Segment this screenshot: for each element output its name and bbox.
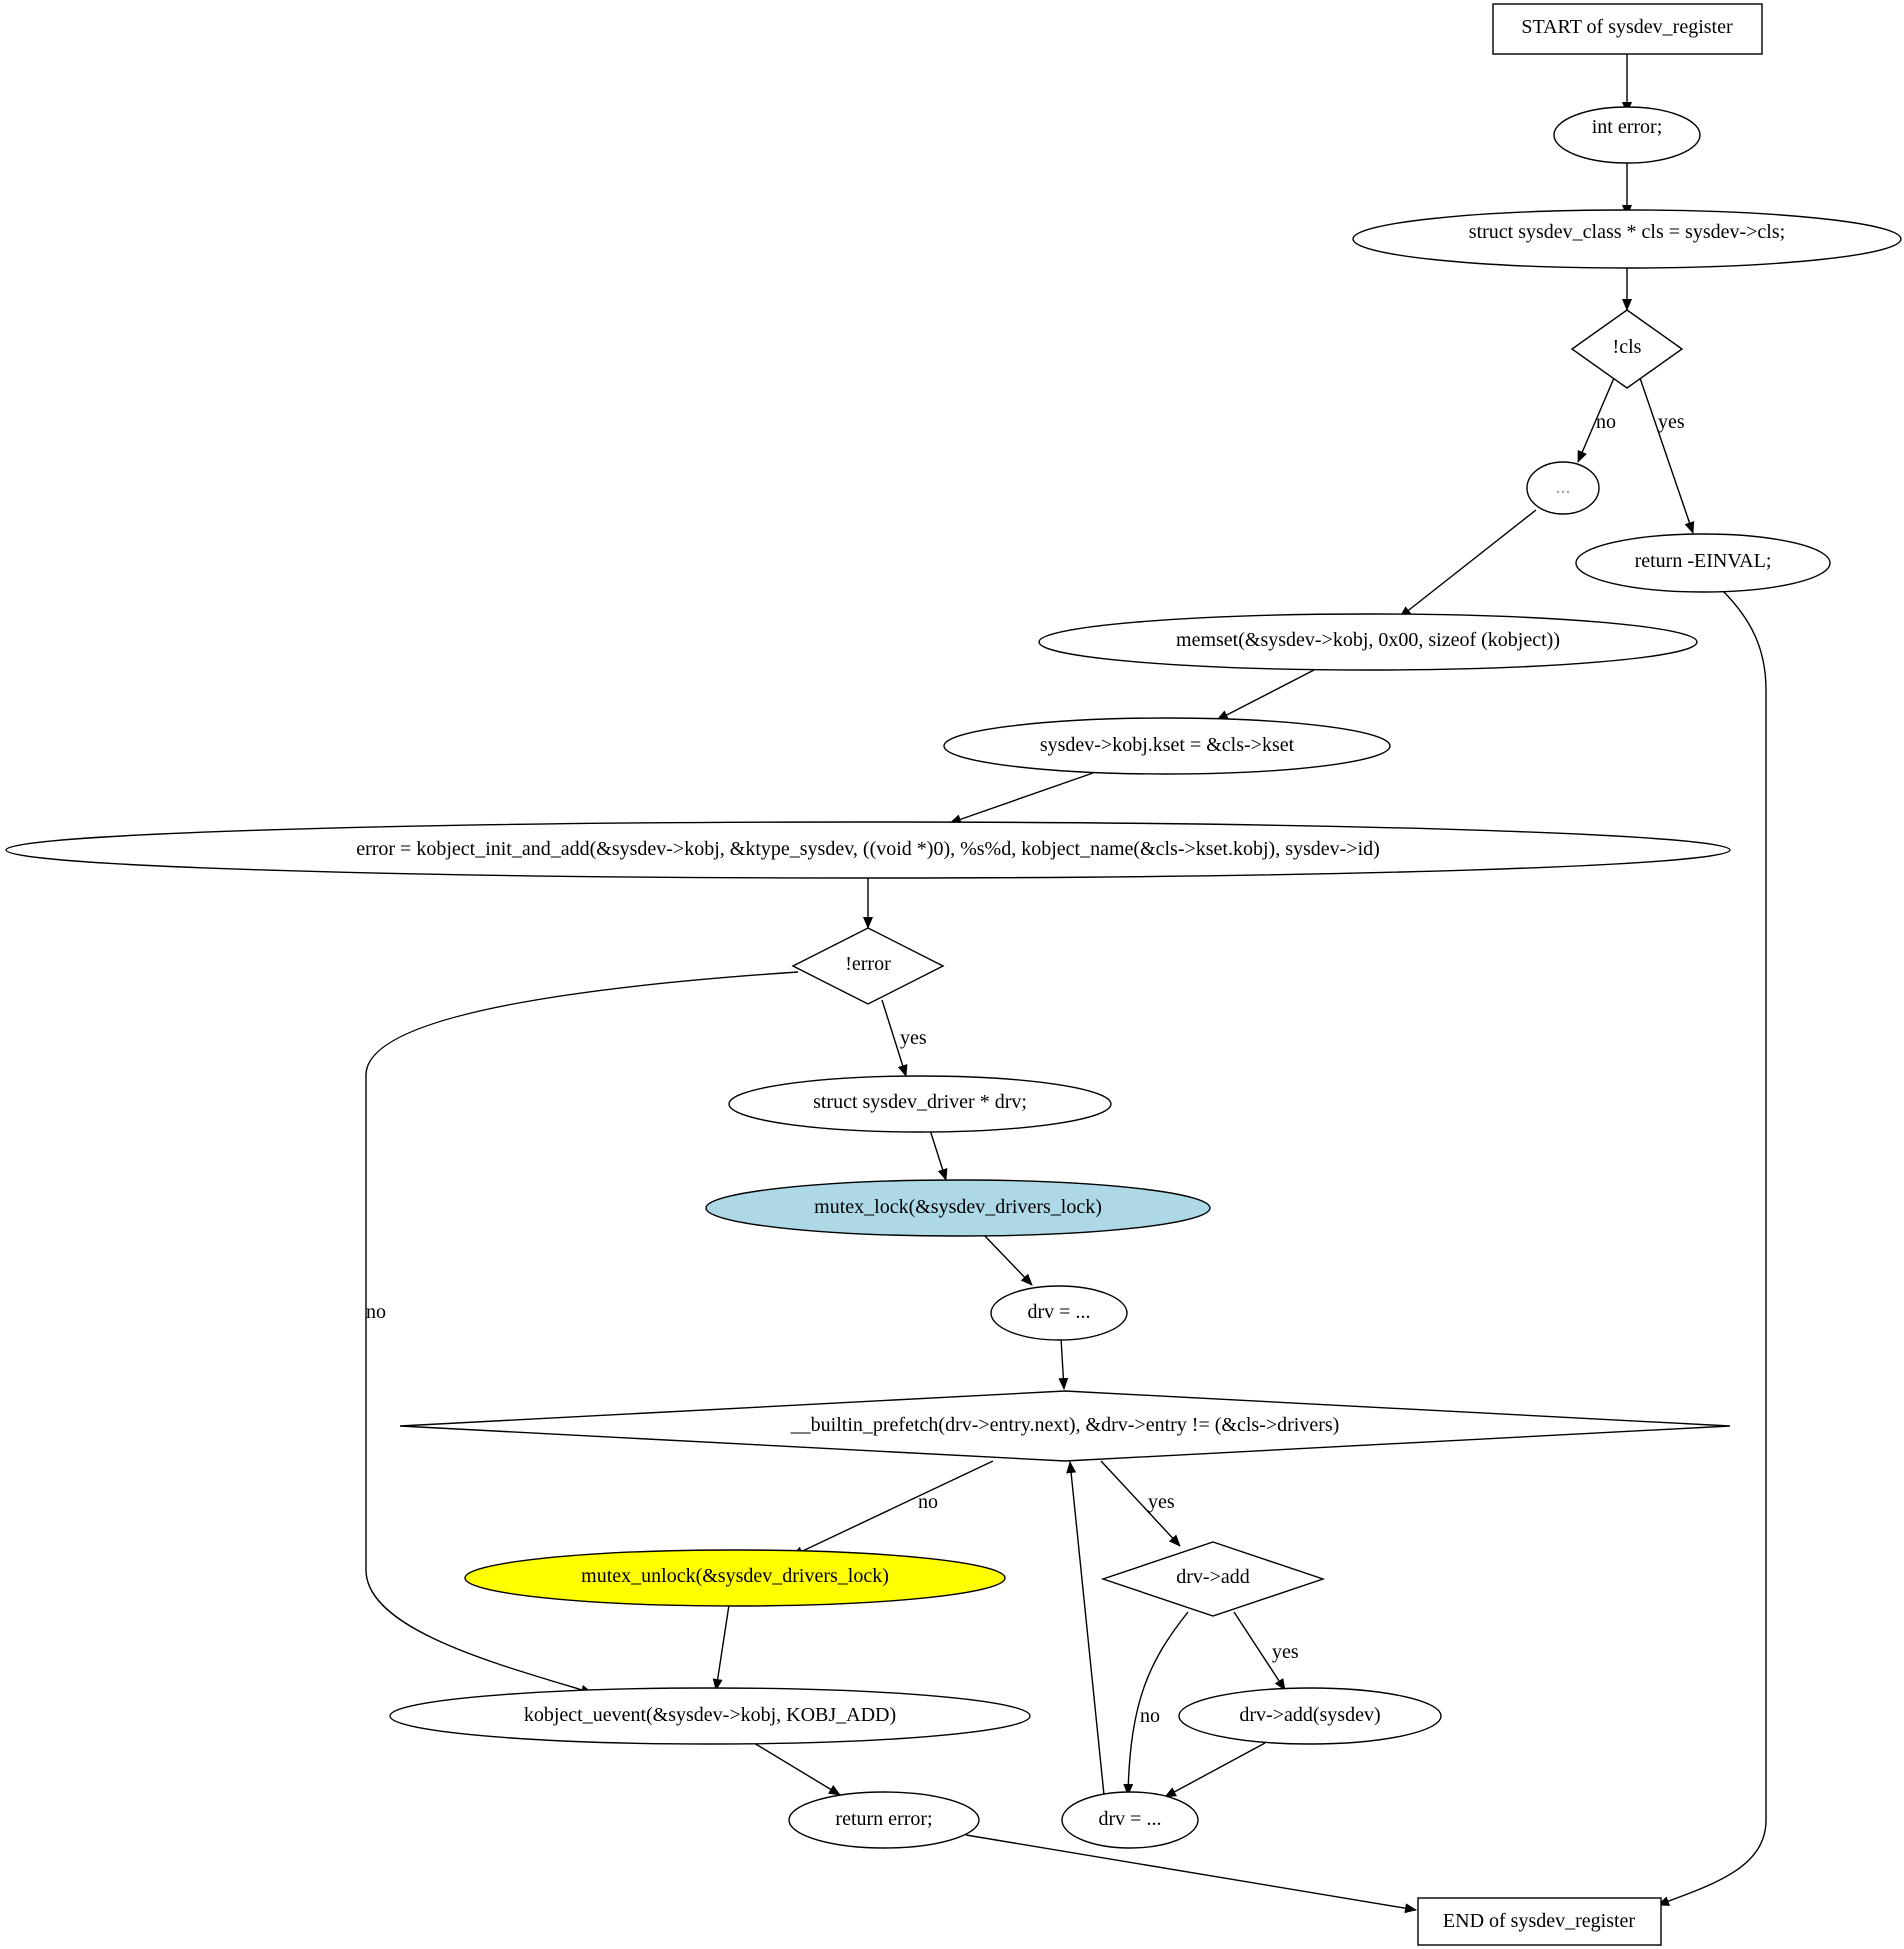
edge-label-cls-yes: yes xyxy=(1658,411,1685,433)
svg-text:START of sysdev_register: START of sysdev_register xyxy=(1521,16,1733,38)
svg-text:!cls: !cls xyxy=(1613,336,1642,358)
edge-condcls-ellipsis xyxy=(1577,377,1615,463)
node-cond-add: drv->add xyxy=(1100,1541,1326,1617)
mutex-lock-shape xyxy=(705,1179,1211,1237)
svg-text:mutex_lock(&sysdev_drivers_loc: mutex_lock(&sysdev_drivers_lock) xyxy=(814,1196,1102,1218)
node-drv-decl: struct sysdev_driver * drv; xyxy=(728,1075,1112,1133)
edge-label-loop-no: no xyxy=(918,1491,938,1513)
node-ellipsis: ... xyxy=(1526,461,1600,515)
svg-text:drv = ...: drv = ... xyxy=(1099,1808,1162,1830)
node-return-error: return error; xyxy=(788,1791,980,1849)
node-cls-decl: struct sysdev_class * cls = sysdev->cls; xyxy=(1352,209,1902,269)
edge-label-add-no: no xyxy=(1140,1705,1160,1727)
svg-text:drv->add: drv->add xyxy=(1176,1566,1249,1588)
node-int-error: int error; xyxy=(1553,106,1701,164)
edge-conderror-drvdecl xyxy=(881,999,908,1077)
edge-condadd-drvaddcall xyxy=(1233,1611,1286,1691)
edge-memset-kset xyxy=(1216,669,1315,721)
edge-ellipsis-memset xyxy=(1399,509,1537,618)
svg-text:int error;: int error; xyxy=(1592,116,1663,138)
svg-text:memset(&sysdev->kobj, 0x00, si: memset(&sysdev->kobj, 0x00, sizeof (kobj… xyxy=(1176,629,1560,651)
svg-text:drv = ...: drv = ... xyxy=(1028,1301,1091,1323)
node-mutex-unlock: mutex_unlock(&sysdev_drivers_lock) xyxy=(464,1549,1006,1607)
svg-text:mutex_unlock(&sysdev_drivers_l: mutex_unlock(&sysdev_drivers_lock) xyxy=(581,1565,889,1587)
node-end: END of sysdev_register xyxy=(1417,1897,1662,1946)
edge-returnerror-end xyxy=(965,1834,1417,1914)
svg-text:drv->add(sysdev): drv->add(sysdev) xyxy=(1239,1704,1380,1726)
edge-mutexlock-drvinit xyxy=(982,1233,1033,1286)
edge-drvaddcall-drvnext xyxy=(1164,1742,1266,1798)
edge-einval-end xyxy=(1657,589,1767,1906)
edge-label-error-yes: yes xyxy=(900,1027,927,1049)
svg-text:kobject_uevent(&sysdev->kobj,: kobject_uevent(&sysdev->kobj, KOBJ_ADD) xyxy=(524,1704,896,1726)
svg-text:END of sysdev_register: END of sysdev_register xyxy=(1443,1910,1636,1932)
node-cond-cls: !cls xyxy=(1570,309,1684,389)
edge-loopcond-condadd xyxy=(1100,1460,1181,1547)
svg-text:error = kobject_init_and_add(&: error = kobject_init_and_add(&sysdev->ko… xyxy=(356,838,1380,860)
node-kobject-init: error = kobject_init_and_add(&sysdev->ko… xyxy=(5,821,1731,879)
edge-label-error-no: no xyxy=(366,1301,386,1323)
edge-label-add-yes: yes xyxy=(1272,1641,1299,1663)
svg-text:struct sysdev_class * cls = sy: struct sysdev_class * cls = sysdev->cls; xyxy=(1469,221,1785,243)
edge-kset-kobjinit xyxy=(949,772,1094,825)
svg-text:__builtin_prefetch(drv->entry.: __builtin_prefetch(drv->entry.next), &dr… xyxy=(790,1414,1340,1436)
edge-drvnext-loopcond xyxy=(1066,1461,1105,1796)
edge-condcls-einval xyxy=(1639,377,1695,534)
svg-text:!error: !error xyxy=(845,953,891,975)
nodes: START of sysdev_register int error; stru… xyxy=(5,3,1902,1946)
svg-text:sysdev->kobj.kset = &cls->kset: sysdev->kobj.kset = &cls->kset xyxy=(1040,734,1295,756)
edge-uevent-returnerror xyxy=(753,1742,841,1796)
node-mutex-lock: mutex_lock(&sysdev_drivers_lock) xyxy=(705,1179,1211,1237)
edge-label-loop-yes: yes xyxy=(1148,1491,1175,1513)
node-drv-add-call: drv->add(sysdev) xyxy=(1178,1687,1442,1745)
node-drv-next: drv = ... xyxy=(1061,1791,1199,1849)
svg-text:return error;: return error; xyxy=(835,1808,932,1830)
edge-labels: no yes yes no no yes yes no xyxy=(366,411,1685,1727)
node-loop-cond: __builtin_prefetch(drv->entry.next), &dr… xyxy=(399,1390,1731,1462)
edge-unlock-uevent xyxy=(712,1604,730,1691)
node-return-einval: return -EINVAL; xyxy=(1575,533,1831,593)
edge-condadd-drvnext xyxy=(1123,1611,1189,1796)
svg-text:...: ... xyxy=(1556,476,1571,498)
svg-text:return -EINVAL;: return -EINVAL; xyxy=(1635,550,1772,572)
edge-conderror-uevent xyxy=(365,971,799,1695)
edges xyxy=(365,54,1767,1914)
edge-label-cls-no: no xyxy=(1596,411,1616,433)
node-kobject-uevent: kobject_uevent(&sysdev->kobj, KOBJ_ADD) xyxy=(389,1687,1031,1745)
node-start: START of sysdev_register xyxy=(1492,3,1763,55)
edge-drvinit-loopcond xyxy=(1058,1337,1069,1390)
node-memset: memset(&sysdev->kobj, 0x00, sizeof (kobj… xyxy=(1038,613,1698,671)
node-drv-init: drv = ... xyxy=(990,1285,1128,1341)
edge-drvdecl-mutexlock xyxy=(929,1129,948,1181)
edge-loopcond-unlock xyxy=(791,1460,994,1557)
node-cond-error: !error xyxy=(791,927,945,1005)
node-kset-assign: sysdev->kobj.kset = &cls->kset xyxy=(943,717,1391,775)
svg-text:struct sysdev_driver * drv;: struct sysdev_driver * drv; xyxy=(813,1091,1027,1113)
